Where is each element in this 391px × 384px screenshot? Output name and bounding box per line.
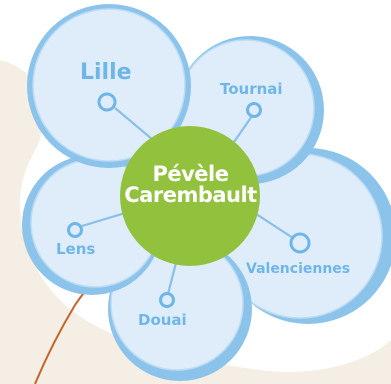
location-ring-icon-lille: [97, 92, 117, 112]
location-ring-icon-douai: [159, 292, 175, 308]
center-label-line2: Carembault: [124, 183, 257, 208]
location-ring-icon-lens: [67, 222, 83, 238]
petal-label-douai: Douai: [138, 311, 187, 329]
center-label-line1: Pévèle: [152, 162, 229, 186]
petal-label-lille: Lille: [80, 60, 132, 85]
center-circle: [120, 126, 260, 266]
location-ring-icon-valenciennes: [289, 232, 311, 254]
location-ring-icon-tournai: [246, 102, 262, 118]
petal-label-lens: Lens: [56, 240, 96, 258]
petal-label-valenciennes: Valenciennes: [246, 261, 351, 277]
petal-lille: [27, 4, 191, 168]
petal-label-tournai: Tournai: [220, 80, 283, 98]
center-label: Pévèle Carembault: [123, 162, 258, 208]
